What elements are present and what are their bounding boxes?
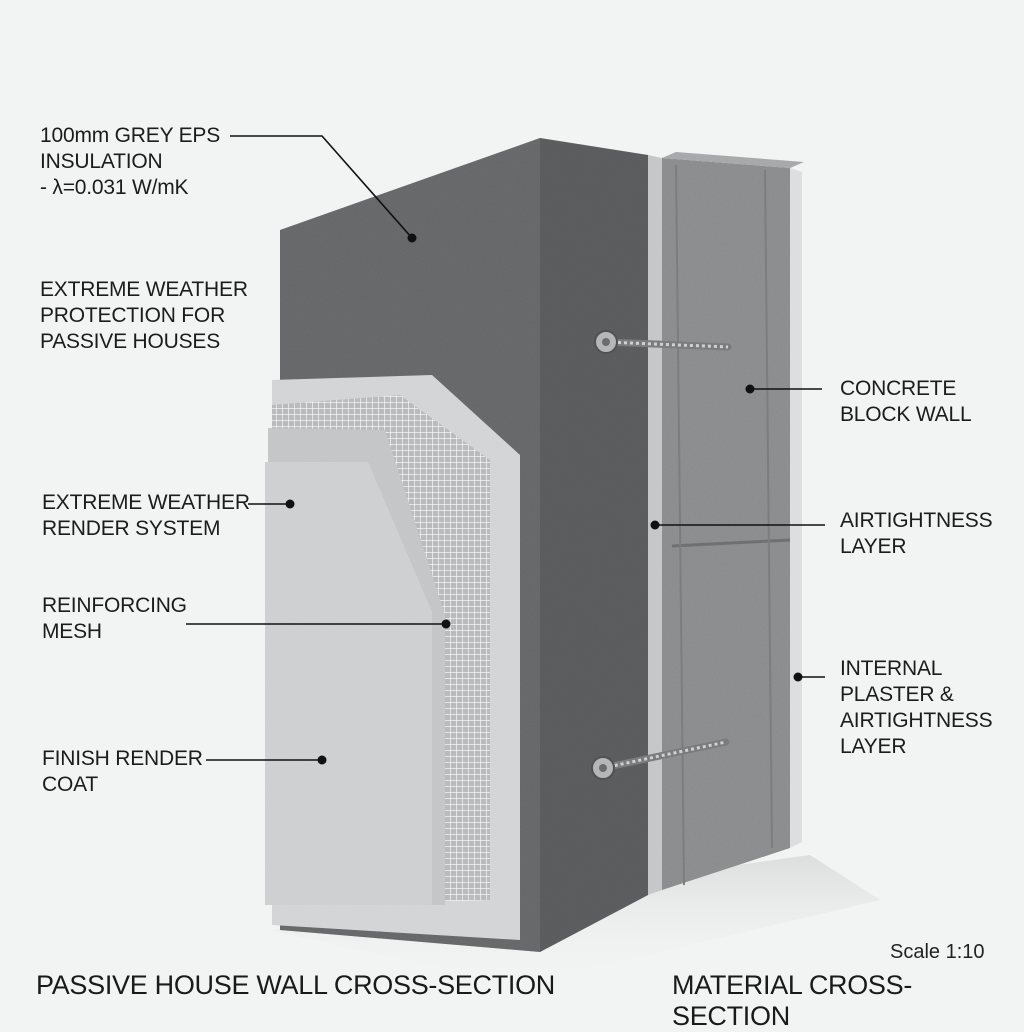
- dot-eps: [407, 233, 417, 243]
- internal-plaster-layer: [790, 168, 802, 848]
- footer-right-title: MATERIAL CROSS-SECTION: [672, 970, 913, 1031]
- label-eps-insulation: 100mm GREY EPS INSULATION - λ=0.031 W/mK: [40, 124, 221, 199]
- leader-eps: [230, 135, 413, 239]
- dot-finish: [317, 755, 327, 765]
- label-finish-render: FINISH RENDER COAT: [42, 747, 203, 796]
- footer-left-title: PASSIVE HOUSE WALL CROSS-SECTION: [36, 970, 556, 1000]
- label-airtightness: AIRTIGHTNESS LAYER: [840, 509, 993, 558]
- label-reinforcing-mesh: REINFORCING MESH: [42, 594, 187, 643]
- anchor-bolt-bottom: [591, 738, 730, 780]
- label-render-system: EXTREME WEATHER RENDER SYSTEM: [42, 491, 250, 540]
- label-weather-protection: EXTREME WEATHER PROTECTION FOR PASSIVE H…: [40, 278, 248, 353]
- dot-plaster: [793, 672, 803, 682]
- dot-airtightness: [650, 520, 660, 530]
- eps-insulation-side: [540, 138, 648, 952]
- concrete-block-wall: [662, 152, 804, 890]
- dot-render-system: [285, 499, 295, 509]
- dot-mesh: [441, 619, 451, 629]
- finish-render-coat: [265, 462, 432, 905]
- label-internal-plaster: INTERNAL PLASTER & AIRTIGHTNESS LAYER: [840, 657, 993, 758]
- label-concrete-block: CONCRETE BLOCK WALL: [840, 377, 972, 426]
- leader-dots: [285, 233, 803, 765]
- dot-concrete: [745, 384, 755, 394]
- anchor-bolt-top: [594, 330, 732, 354]
- scale-label: Scale 1:10: [890, 941, 985, 963]
